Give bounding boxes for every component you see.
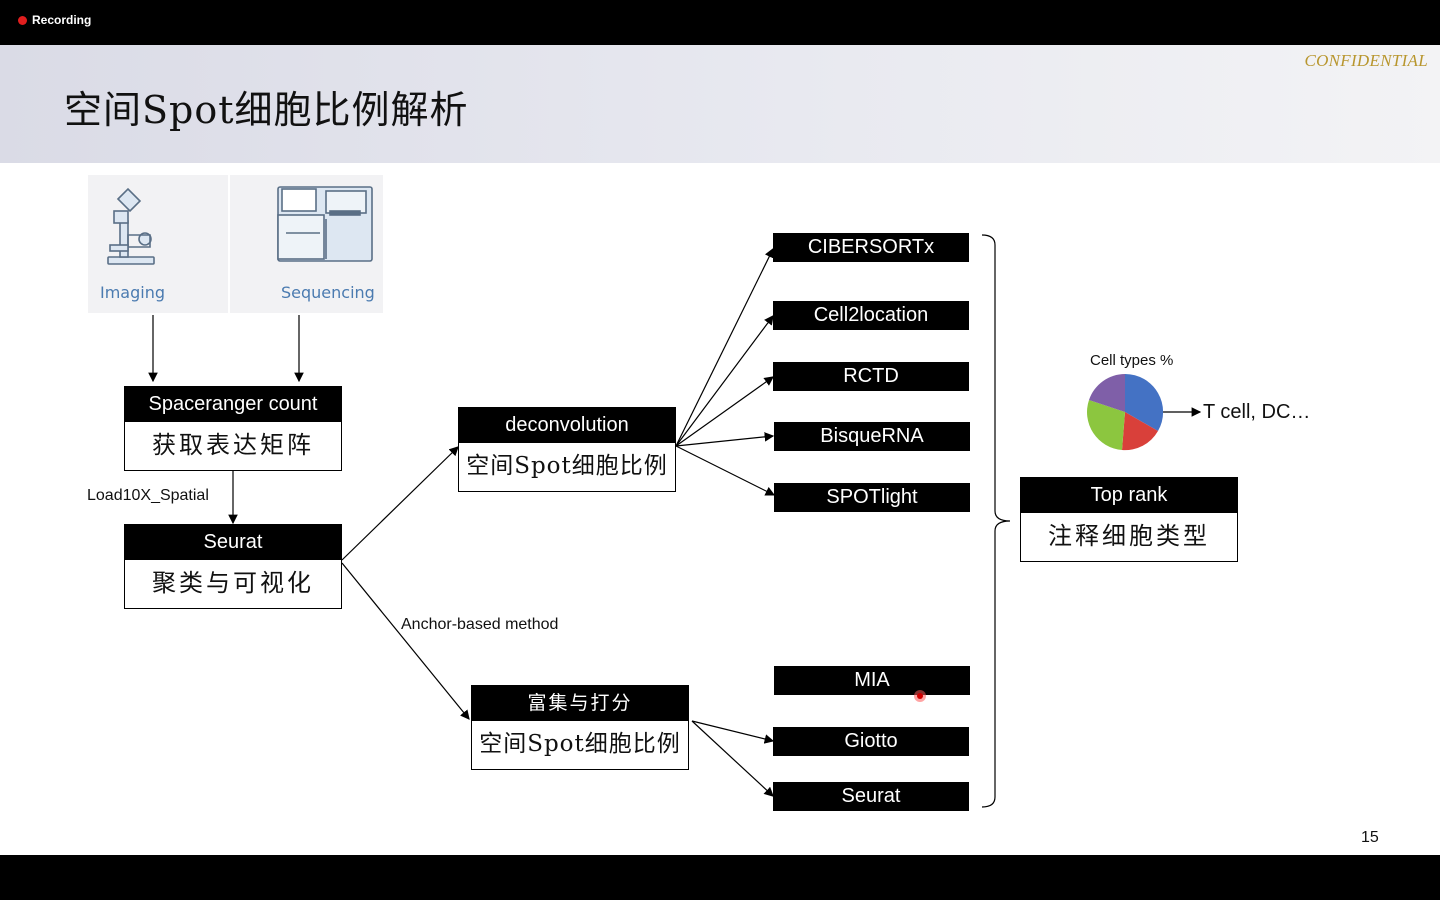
slide-title: 空间Spot细胞比例解析 xyxy=(64,88,469,132)
flow-arrows xyxy=(148,234,1202,808)
enrichment-box: 富集与打分 空间Spot细胞比例 xyxy=(471,685,689,770)
load10x-label: Load10X_Spatial xyxy=(87,487,209,504)
slide-header: CONFIDENTIAL 空间Spot细胞比例解析 xyxy=(0,45,1440,163)
seurat-body: 聚类与可视化 xyxy=(152,569,314,597)
sequencing-panel: Sequencing xyxy=(230,175,383,313)
seurat-box: Seurat 聚类与可视化 xyxy=(124,524,342,609)
method-spotlight: SPOTlight xyxy=(774,483,970,512)
method-rctd: RCTD xyxy=(773,362,969,391)
method-mia: MIA xyxy=(774,666,970,695)
imaging-label: Imaging xyxy=(100,283,166,302)
method-cibersortx: CIBERSORTx xyxy=(773,233,969,262)
method-bisquerna: BisqueRNA xyxy=(774,422,970,451)
spaceranger-box: Spaceranger count 获取表达矩阵 xyxy=(124,386,342,471)
sequencer-icon xyxy=(277,186,373,262)
cell-type-pie xyxy=(1087,373,1164,451)
anchor-method-label: Anchor-based method xyxy=(401,616,559,633)
recording-label: Recording xyxy=(32,13,92,27)
pie-result-label: T cell, DC… xyxy=(1203,401,1311,423)
method-seurat: Seurat xyxy=(773,782,969,811)
recording-bar: Recording xyxy=(0,0,1440,45)
spaceranger-header: Spaceranger count xyxy=(125,387,341,422)
method-cell2location: Cell2location xyxy=(773,301,969,330)
imaging-panel: Imaging xyxy=(88,175,228,313)
spaceranger-body: 获取表达矩阵 xyxy=(152,431,314,459)
toprank-body: 注释细胞类型 xyxy=(1048,522,1210,550)
laser-pointer-icon xyxy=(914,690,926,702)
microscope-icon xyxy=(107,187,155,265)
enrichment-body: 空间Spot细胞比例 xyxy=(479,731,681,757)
sequencing-label: Sequencing xyxy=(281,283,375,302)
recording-dot-icon xyxy=(18,16,27,25)
page-number: 15 xyxy=(1361,829,1379,846)
pie-title: Cell types % xyxy=(1090,352,1174,369)
slide: CONFIDENTIAL 空间Spot细胞比例解析 Imaging xyxy=(0,45,1440,855)
enrichment-header: 富集与打分 xyxy=(472,686,688,721)
confidential-mark: CONFIDENTIAL xyxy=(1304,51,1428,70)
seurat-header: Seurat xyxy=(125,525,341,560)
toprank-box: Top rank 注释细胞类型 xyxy=(1020,477,1238,562)
deconvolution-body: 空间Spot细胞比例 xyxy=(466,453,668,479)
deconvolution-box: deconvolution 空间Spot细胞比例 xyxy=(458,407,676,492)
deconvolution-header: deconvolution xyxy=(459,408,675,443)
bottom-bar xyxy=(0,855,1440,900)
method-giotto: Giotto xyxy=(773,727,969,756)
toprank-header: Top rank xyxy=(1021,478,1237,513)
